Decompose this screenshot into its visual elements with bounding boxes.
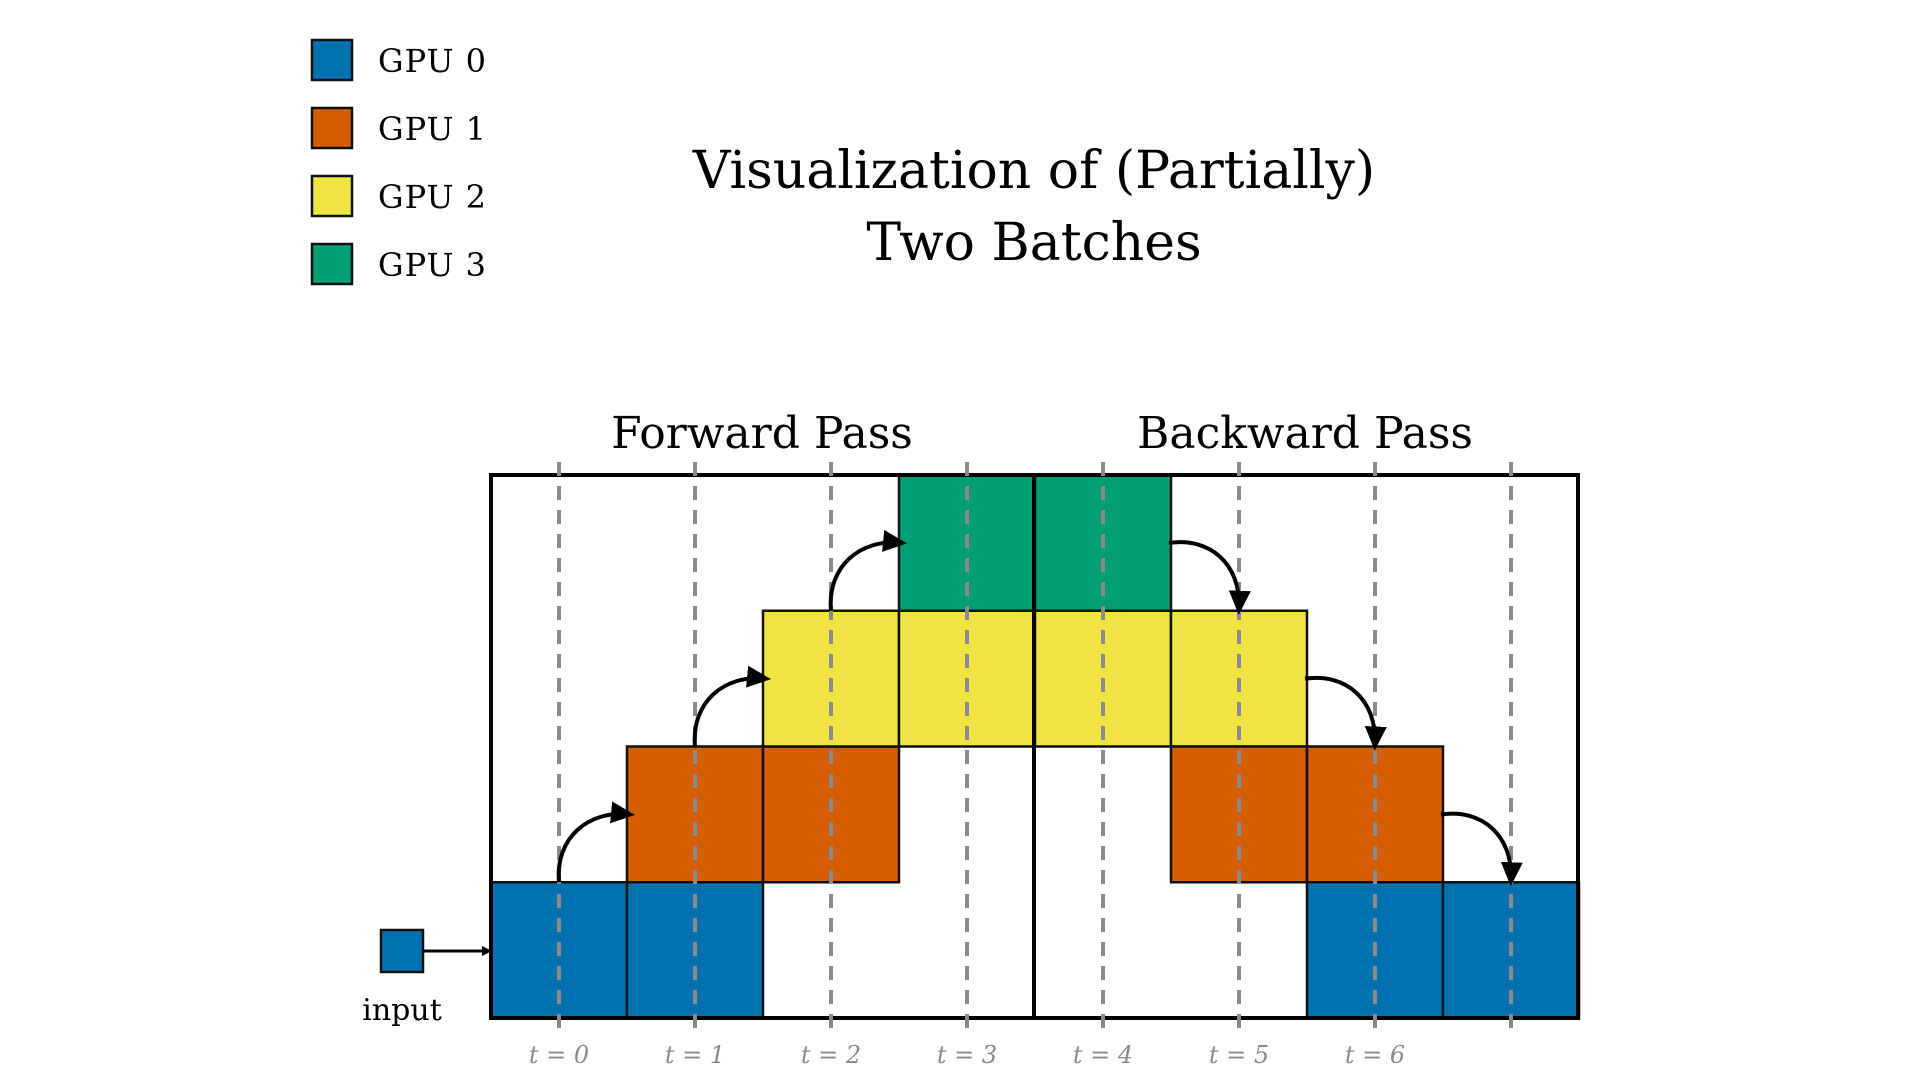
legend-label-gpu-2: GPU 2 bbox=[378, 178, 487, 216]
time-label-1: t = 1 bbox=[665, 1041, 725, 1069]
input-square bbox=[379, 928, 425, 974]
input-label: input bbox=[362, 993, 442, 1028]
time-label-6: t = 6 bbox=[1345, 1041, 1405, 1069]
time-label-2: t = 2 bbox=[801, 1041, 861, 1069]
backward-pass-label: Backward Pass bbox=[1137, 408, 1473, 459]
time-label-5: t = 5 bbox=[1209, 1041, 1269, 1069]
legend-swatch-gpu-3 bbox=[310, 242, 354, 286]
legend-item-gpu-0: GPU 0 bbox=[310, 38, 487, 82]
legend-swatch-gpu-2 bbox=[310, 174, 354, 218]
backward-arrow-1 bbox=[1304, 675, 1387, 751]
legend-swatch-gpu-0 bbox=[310, 38, 354, 82]
time-label-0: t = 0 bbox=[529, 1041, 589, 1069]
diagram-title: Visualization of (Partially) Two Batches bbox=[692, 141, 1375, 273]
forward-pass-label: Forward Pass bbox=[611, 408, 913, 459]
legend-item-gpu-1: GPU 1 bbox=[310, 106, 487, 150]
legend-item-gpu-2: GPU 2 bbox=[310, 174, 487, 218]
forward-arrow-2 bbox=[828, 530, 907, 611]
time-step-labels: t = 0 t = 1 t = 2 t = 3 t = 4 t = 5 t = 6 bbox=[529, 1041, 1405, 1069]
backward-arrow-2 bbox=[1440, 811, 1523, 887]
block-gpu-1-col-5 bbox=[1169, 745, 1309, 884]
legend-label-gpu-3: GPU 3 bbox=[378, 246, 487, 284]
block-gpu-1-col-6 bbox=[1305, 745, 1445, 884]
legend-label-gpu-1: GPU 1 bbox=[378, 110, 487, 148]
legend-label-gpu-0: GPU 0 bbox=[378, 42, 487, 80]
backward-arrow-0 bbox=[1168, 540, 1251, 615]
legend: GPU 0 GPU 1 GPU 2 GPU 3 bbox=[310, 38, 487, 286]
block-gpu-1-col-1 bbox=[625, 745, 765, 884]
title-line-2: Two Batches bbox=[866, 213, 1201, 273]
forward-arrow-1 bbox=[692, 665, 771, 747]
title-line-1: Visualization of (Partially) bbox=[692, 141, 1375, 201]
time-label-3: t = 3 bbox=[937, 1041, 997, 1069]
block-gpu-1-col-2 bbox=[761, 745, 901, 884]
legend-swatch-gpu-1 bbox=[310, 106, 354, 150]
transfer-arrows bbox=[556, 530, 1523, 887]
forward-arrow-0 bbox=[556, 801, 635, 883]
input-node: input bbox=[362, 928, 492, 1028]
time-label-4: t = 4 bbox=[1073, 1041, 1133, 1069]
legend-item-gpu-3: GPU 3 bbox=[310, 242, 487, 286]
